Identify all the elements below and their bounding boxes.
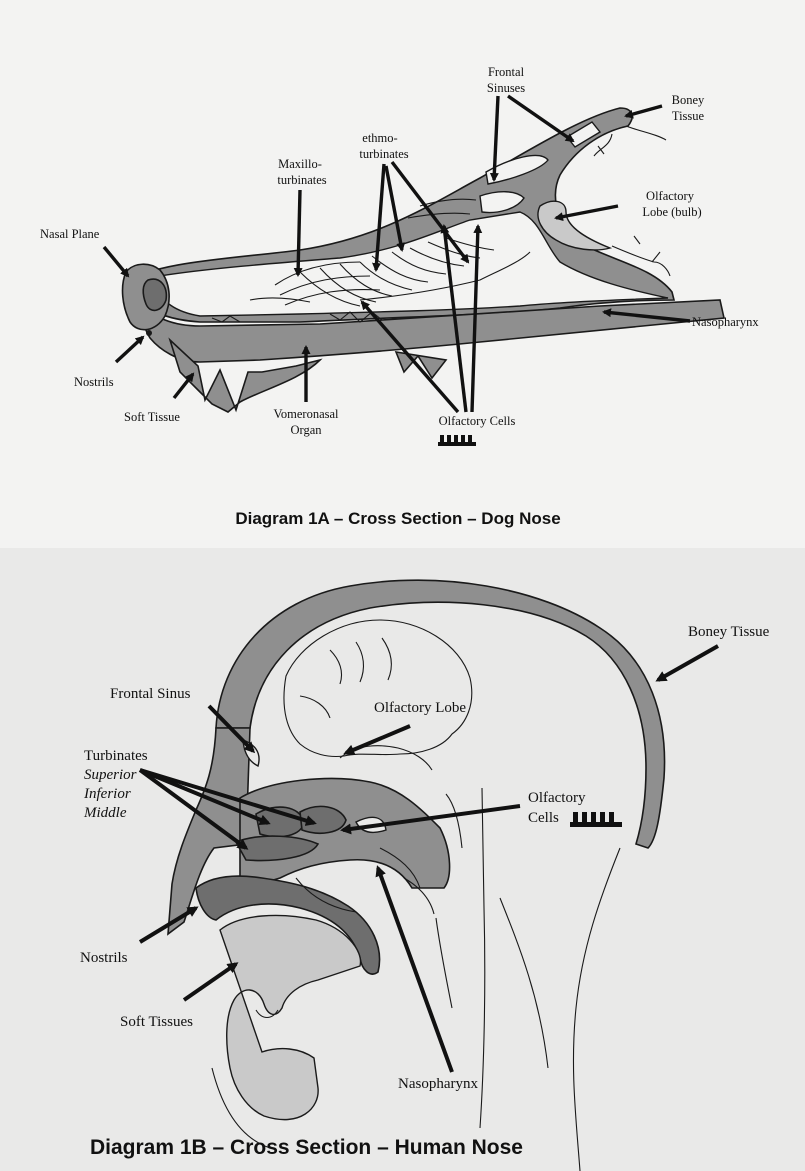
label-frontal-sinuses-line2: Sinuses	[487, 81, 525, 95]
label-ethmo-turbinates-line1: ethmo-	[362, 131, 397, 145]
label-boney-tissue: Boney Tissue	[688, 624, 770, 640]
label-frontal-sinus: Frontal Sinus	[110, 686, 191, 702]
label-maxillo-turbinates-line2: turbinates	[277, 173, 326, 187]
dog-nose-diagram-panel: Frontal Sinuses Boney Tissue ethmo- turb…	[0, 0, 805, 548]
human-nose-diagram: Boney Tissue Frontal Sinus Olfactory Lob…	[0, 548, 805, 1171]
label-nasal-plane: Nasal Plane	[40, 227, 100, 241]
label-olfactory-lobe-line1: Olfactory	[646, 189, 695, 203]
label-boney-tissue-line1: Boney	[672, 93, 705, 107]
label-frontal-sinuses-line1: Frontal	[488, 65, 525, 79]
label-ethmo-turbinates-line2: turbinates	[359, 147, 408, 161]
label-olfactory-cells: Olfactory Cells	[439, 414, 516, 428]
label-nostrils: Nostrils	[74, 375, 114, 389]
label-middle: Middle	[83, 805, 127, 821]
label-olfactory-cells-line2: Cells	[528, 810, 559, 826]
caption-human-nose: Diagram 1B – Cross Section – Human Nose	[90, 1136, 523, 1159]
label-soft-tissue: Soft Tissue	[124, 410, 180, 424]
label-nasopharynx: Nasopharynx	[692, 315, 759, 329]
olfactory-cells-icon	[570, 812, 622, 827]
label-inferior: Inferior	[83, 786, 131, 802]
label-vomeronasal-line2: Organ	[290, 423, 322, 437]
label-olfactory-cells-line1: Olfactory	[528, 790, 586, 806]
label-superior: Superior	[84, 767, 137, 783]
dog-nose-diagram: Frontal Sinuses Boney Tissue ethmo- turb…	[0, 0, 805, 548]
olfactory-cells-icon	[438, 435, 476, 446]
label-olfactory-lobe: Olfactory Lobe	[374, 700, 466, 716]
label-soft-tissues: Soft Tissues	[120, 1014, 193, 1030]
label-nasopharynx: Nasopharynx	[398, 1076, 478, 1092]
dog-skull-shape	[123, 108, 724, 412]
human-nose-diagram-panel: Boney Tissue Frontal Sinus Olfactory Lob…	[0, 548, 805, 1171]
caption-dog-nose: Diagram 1A – Cross Section – Dog Nose	[235, 509, 560, 528]
label-maxillo-turbinates-line1: Maxillo-	[278, 157, 322, 171]
label-nostrils: Nostrils	[80, 950, 128, 966]
label-vomeronasal-line1: Vomeronasal	[273, 407, 339, 421]
label-boney-tissue-line2: Tissue	[672, 109, 705, 123]
label-turbinates: Turbinates	[84, 748, 148, 764]
label-olfactory-lobe-line2: Lobe (bulb)	[642, 205, 701, 219]
